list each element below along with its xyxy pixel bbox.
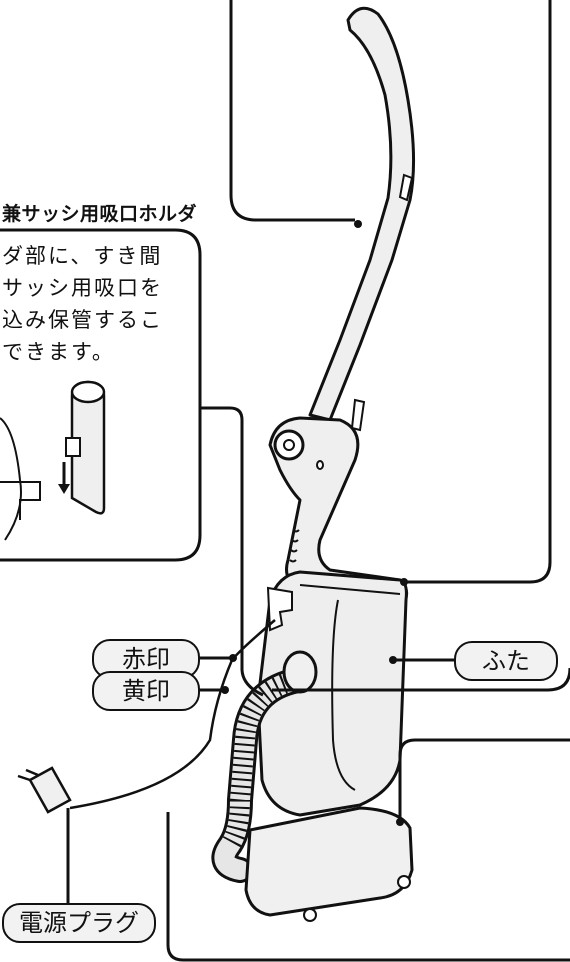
holder-callout-box bbox=[0, 228, 202, 562]
dot-upper-frame-top bbox=[354, 220, 362, 228]
floor-nozzle bbox=[244, 806, 414, 917]
vent-marks bbox=[289, 529, 300, 563]
body-button bbox=[316, 460, 324, 470]
holder-callout-line: サッシ用吸口を bbox=[2, 276, 163, 300]
leader-nozzle bbox=[398, 738, 570, 822]
wheel-front bbox=[397, 875, 411, 889]
grip-slot-1 bbox=[398, 173, 414, 202]
insert-arrow-head bbox=[58, 484, 70, 494]
holder-callout-line: 込み保管するこ bbox=[2, 308, 163, 332]
dot-lid bbox=[389, 656, 397, 664]
holder-callout-line: できます。 bbox=[2, 340, 115, 364]
leader-holder bbox=[200, 406, 264, 697]
pivot-hub bbox=[283, 439, 295, 451]
crevice-nozzle-mouth bbox=[70, 380, 106, 404]
power-plug bbox=[28, 766, 72, 814]
dot-red-mark bbox=[229, 654, 237, 662]
hose-port bbox=[282, 650, 318, 694]
dot-upper-frame-bottom bbox=[400, 578, 408, 586]
holder-callout-title: 兼サッシ用吸口ホルダ bbox=[2, 203, 198, 225]
lid-label: ふた bbox=[454, 641, 558, 681]
holder-clip bbox=[65, 437, 81, 457]
lid-seam bbox=[331, 599, 356, 791]
hose-inner bbox=[214, 670, 308, 880]
wheel-rear bbox=[303, 908, 317, 922]
dot-yellow-mark bbox=[221, 686, 229, 694]
power-plug-label: 電源プラグ bbox=[2, 903, 156, 943]
grip-slot-2 bbox=[350, 398, 366, 432]
holder-callout-text: ダ部に、すき間 サッシ用吸口を 込み保管するこ できます。 bbox=[2, 240, 163, 368]
yellow-mark-label: 黄印 bbox=[92, 671, 200, 711]
vacuum-handle bbox=[308, 6, 416, 422]
plug-prongs bbox=[17, 768, 39, 782]
leader-cord bbox=[166, 812, 570, 962]
upper-callout-frame bbox=[229, 0, 552, 584]
dot-nozzle bbox=[396, 818, 404, 826]
holder-illustration-wall bbox=[0, 417, 22, 541]
holder-callout-line: ダ部に、すき間 bbox=[2, 244, 163, 268]
body-rim bbox=[299, 584, 401, 595]
holder-illustration-bracket bbox=[0, 481, 41, 520]
